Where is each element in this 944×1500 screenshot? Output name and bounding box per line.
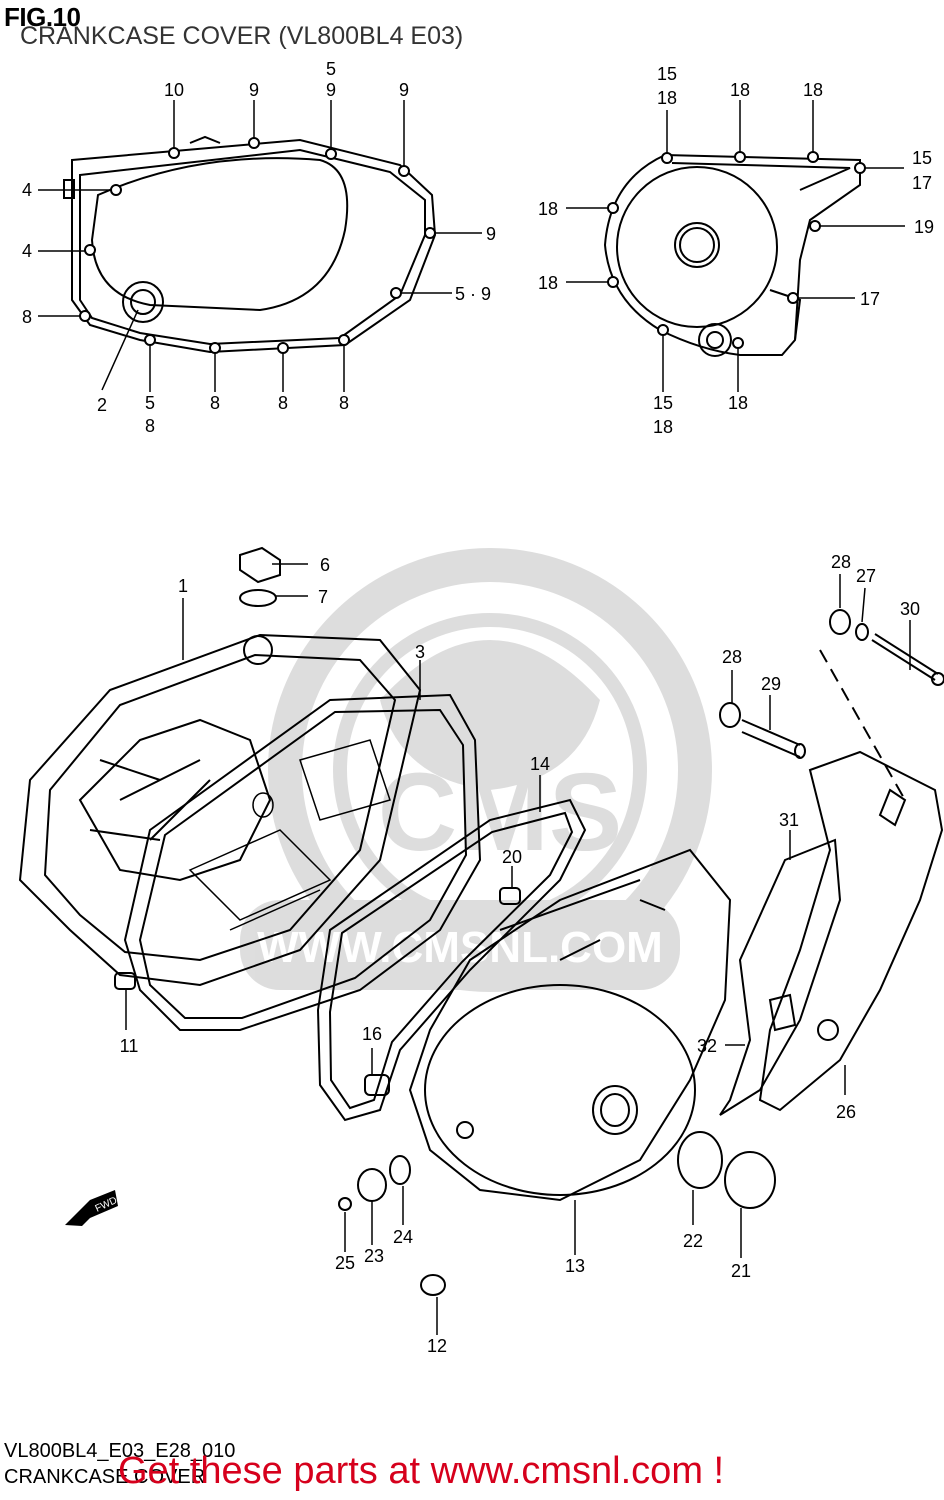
dowel-pin-icon xyxy=(114,972,136,990)
page-title: CRANKCASE COVER (VL800BL4 E03) xyxy=(20,22,464,50)
callout-c10: 5 · 9 xyxy=(455,284,491,304)
callout-c29: 18 xyxy=(728,393,748,413)
gasket-part-14 xyxy=(316,798,587,1122)
cap-icon xyxy=(420,1274,446,1296)
right-cover-leader-lines xyxy=(566,100,905,392)
o-ring-icon xyxy=(677,1131,723,1189)
gasket-part-3 xyxy=(123,693,482,1031)
dowel-pin-icon xyxy=(499,887,521,905)
collar-icon xyxy=(741,719,801,758)
callout-c16: 8 xyxy=(339,393,349,413)
callout-c17: 15 xyxy=(657,64,677,84)
callout-c6: 4 xyxy=(22,180,32,200)
callout-c3: 5 xyxy=(326,59,336,79)
callout-c4: 9 xyxy=(326,80,336,100)
washer-icon xyxy=(855,623,869,641)
right-cover-bolt-holes xyxy=(607,151,866,349)
callout-c11: 2 xyxy=(97,395,107,415)
exploded-leader-lines xyxy=(125,563,911,1335)
callout-c18: 18 xyxy=(657,88,677,108)
callout-c8: 9 xyxy=(486,224,496,244)
callout-c52: 12 xyxy=(427,1336,447,1356)
callout-c47: 21 xyxy=(731,1261,751,1281)
callout-c13: 8 xyxy=(145,416,155,436)
callout-c15: 8 xyxy=(278,393,288,413)
callout-c40: 30 xyxy=(900,599,920,619)
callout-c49: 24 xyxy=(393,1227,413,1247)
callout-c42: 29 xyxy=(761,674,781,694)
dowel-pin-icon xyxy=(364,1074,390,1096)
callout-c34: 14 xyxy=(530,754,550,774)
callout-c21: 15 xyxy=(912,148,932,168)
bracket-part-31 xyxy=(719,838,842,1116)
callout-c23: 18 xyxy=(538,199,558,219)
callout-c1: 10 xyxy=(164,80,184,100)
callout-c33: 3 xyxy=(415,642,425,662)
promo-link[interactable]: Get these parts at www.cmsnl.com ! xyxy=(118,1450,725,1492)
callout-c45: 26 xyxy=(836,1102,856,1122)
clutch-cover-part-13 xyxy=(408,848,732,1202)
grommet-icon xyxy=(829,609,851,635)
callout-c46: 22 xyxy=(683,1231,703,1251)
grommet-icon xyxy=(719,702,741,728)
callout-c43: 31 xyxy=(779,810,799,830)
callout-c36: 11 xyxy=(120,1036,139,1056)
callout-c2: 9 xyxy=(249,80,259,100)
callout-c27: 15 xyxy=(653,393,673,413)
callout-c30: 1 xyxy=(178,576,188,596)
callout-c9: 8 xyxy=(22,307,32,327)
callout-c44: 32 xyxy=(697,1036,717,1056)
callout-c39: 27 xyxy=(856,566,876,586)
callout-c20: 18 xyxy=(803,80,823,100)
callout-c25: 18 xyxy=(538,273,558,293)
diagram-code: VL800BL4_E03_E28_010 xyxy=(4,1440,236,1462)
callout-c31: 6 xyxy=(320,555,330,575)
right-cover-outline xyxy=(603,153,861,357)
callout-c38: 28 xyxy=(831,552,851,572)
watermark-logo: CMS WWW.CMSNL.COM xyxy=(240,548,712,992)
callout-c51: 25 xyxy=(335,1253,355,1273)
callout-c22: 17 xyxy=(912,173,932,193)
callout-c50: 23 xyxy=(364,1246,384,1266)
callout-c28: 18 xyxy=(653,417,673,437)
diagram-caption: CRANKCASE COVER xyxy=(4,1466,206,1488)
oil-filler-cap-icon xyxy=(239,546,281,584)
watermark-logo-text: CMS xyxy=(378,751,622,874)
left-cover-leader-lines xyxy=(38,100,482,392)
drain-plug-icon xyxy=(357,1168,387,1202)
callout-c48: 13 xyxy=(565,1256,585,1276)
callout-c35: 20 xyxy=(502,847,522,867)
plug-icon xyxy=(724,1151,776,1209)
callout-c19: 18 xyxy=(730,80,750,100)
o-ring-icon xyxy=(239,589,277,607)
callout-c5: 9 xyxy=(399,80,409,100)
fwd-arrow-icon: FWD xyxy=(65,1190,119,1226)
cover-internal-shapes xyxy=(188,739,391,931)
gasket-washer-icon xyxy=(389,1155,411,1185)
bolt-icon xyxy=(871,633,939,681)
figure-number: FIG.10 xyxy=(4,2,81,32)
callout-c32: 7 xyxy=(318,587,328,607)
small-parts xyxy=(114,546,944,1296)
callout-c14: 8 xyxy=(210,393,220,413)
callout-c37: 16 xyxy=(362,1024,382,1044)
callout-c24: 19 xyxy=(914,217,934,237)
callout-c26: 17 xyxy=(860,289,880,309)
callout-c7: 4 xyxy=(22,241,32,261)
left-cover-outline xyxy=(63,135,437,354)
callout-c12: 5 xyxy=(145,393,155,413)
outer-cover-part-26 xyxy=(758,750,944,1112)
callout-c41: 28 xyxy=(722,647,742,667)
screw-icon xyxy=(338,1197,352,1211)
